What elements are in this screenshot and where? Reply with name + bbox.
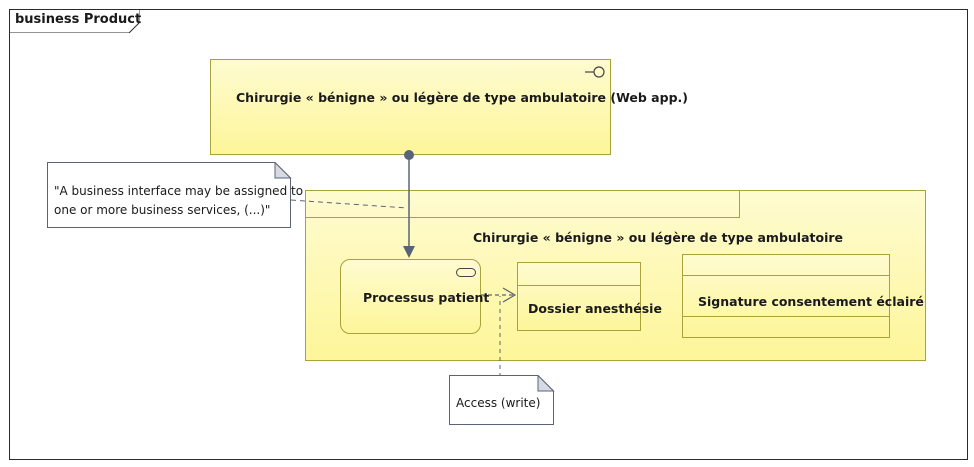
interface-icon [585,66,605,78]
note-access-label: Access (write) [456,396,541,410]
object-header-line [518,285,640,286]
note-shape [449,375,555,425]
business-object-dossier[interactable]: Dossier anesthésie [517,262,662,331]
process-element[interactable]: Processus patient [340,259,489,334]
note-access-write[interactable]: Access (write) [449,375,555,425]
frame-tab [9,9,140,33]
dossier-label: Dossier anesthésie [528,301,662,316]
note-shape [47,162,292,228]
application-interface-label: Chirurgie « bénigne » ou légère de type … [236,90,688,105]
process-icon [456,268,476,277]
signature-label: Signature consentement éclairé [698,294,924,309]
note-business-interface[interactable]: "A business interface may be assigned to… [47,162,303,228]
note-interface-line1: "A business interface may be assigned to [54,184,304,198]
object-header-line [683,275,889,276]
business-object-signature[interactable]: Signature consentement éclairé [682,254,924,338]
application-interface-element[interactable]: Chirurgie « bénigne » ou légère de type … [210,59,688,155]
frame-title: business Product [15,12,142,27]
diagram-frame [9,9,968,460]
product-label: Chirurgie « bénigne » ou légère de type … [473,230,844,245]
process-label: Processus patient [363,290,490,305]
object-footer-line [683,316,889,317]
note-interface-line2: one or more business services, (...)" [54,203,271,217]
product-header-tab [306,191,740,218]
